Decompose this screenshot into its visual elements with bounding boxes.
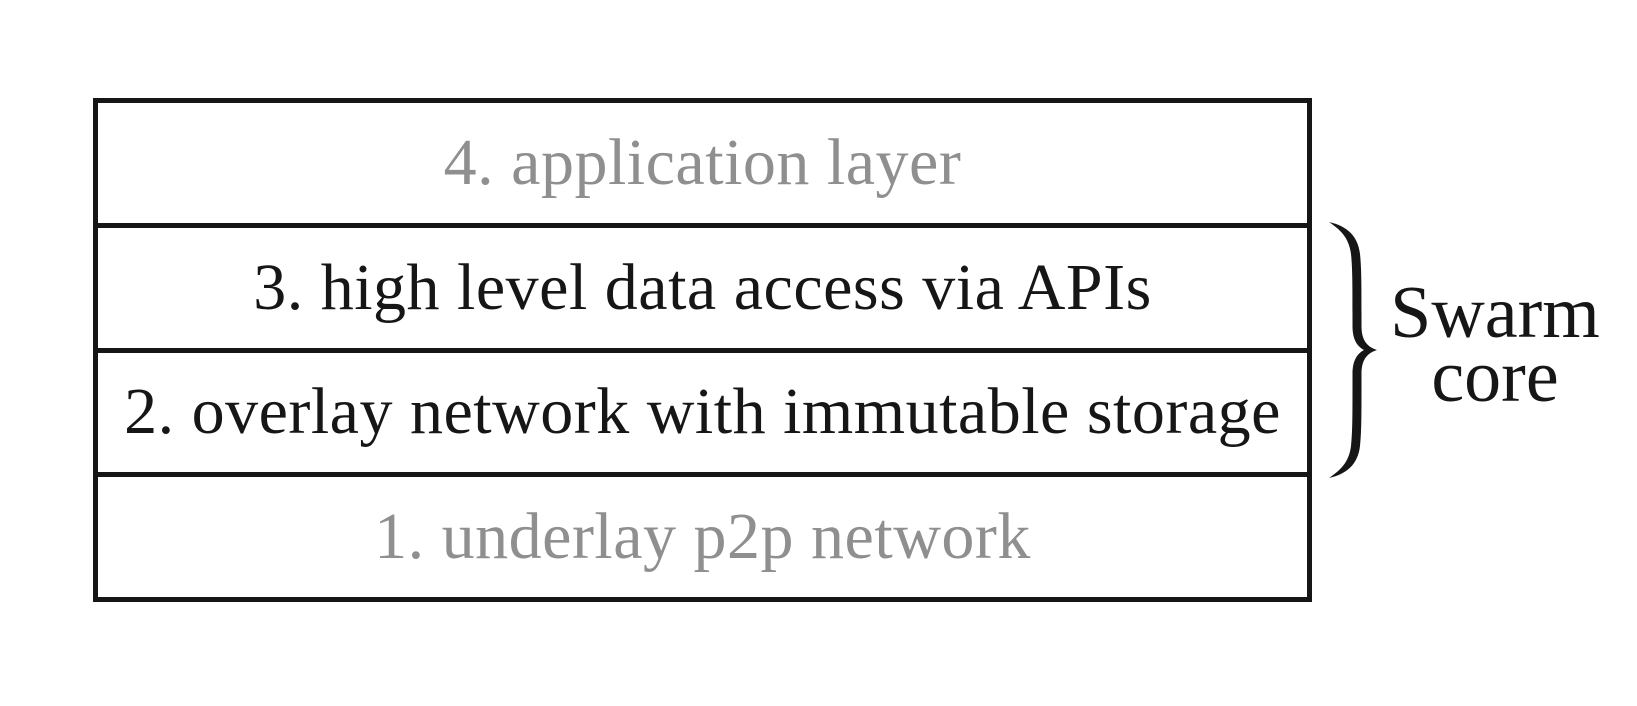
layer-4-application: 4. application layer (443, 125, 962, 199)
swarm-core-label: Swarm core (1383, 272, 1607, 418)
layer-stack-box: 4. application layer 3. high level data … (93, 98, 1312, 602)
layer-1-underlay-p2p: 1. underlay p2p network (98, 472, 1307, 597)
swarm-core-label-line1: Swarm (1390, 272, 1600, 354)
curly-brace-icon (1329, 222, 1377, 478)
swarm-core-label-line2: core (1431, 336, 1559, 418)
layer-3-high-level-data-access: 3. high level data access via APIs (98, 222, 1307, 348)
layer-2-overlay-network: 2. overlay network with immutable storag… (98, 347, 1307, 473)
